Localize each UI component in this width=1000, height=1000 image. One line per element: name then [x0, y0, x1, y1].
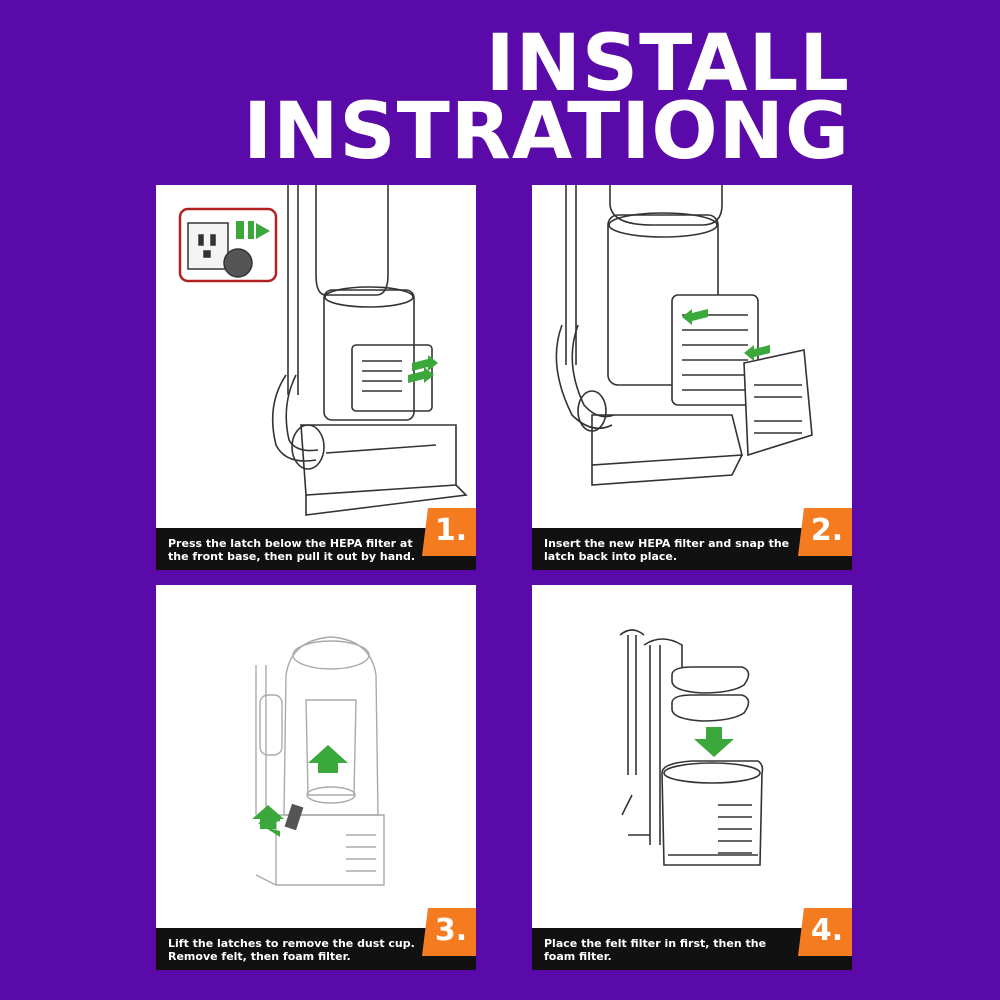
step-3-number: 3. [434, 913, 468, 948]
title-line-2: INSTRATIONG [243, 87, 850, 177]
step-3-illustration [252, 636, 385, 886]
pull-arrows [408, 355, 438, 383]
step-1-caption-bar: Press the latch below the HEPA filter at… [156, 528, 476, 570]
step-2-illustration [555, 185, 813, 486]
step-2-number: 2. [810, 513, 844, 548]
step-1-panel: Press the latch below the HEPA filter at… [156, 185, 476, 570]
unplug-inset [178, 207, 278, 283]
step-1-caption: Press the latch below the HEPA filter at… [168, 537, 416, 563]
step-2-caption: Insert the new HEPA filter and snap the … [544, 537, 790, 563]
step-3-badge: 3. [422, 908, 476, 956]
step-3-panel: Lift the latches to remove the dust cup.… [156, 585, 476, 970]
step-2-panel: Insert the new HEPA filter and snap the … [532, 185, 852, 570]
step-2-caption-bar: Insert the new HEPA filter and snap the … [532, 528, 852, 570]
step-1-illustration [178, 185, 468, 516]
step-4-number: 4. [810, 913, 844, 948]
step-4-caption: Place the felt filter in first, then the… [544, 937, 767, 963]
step-4-panel: Place the felt filter in first, then the… [532, 585, 852, 970]
step-1-number: 1. [434, 513, 468, 548]
step-4-caption-bar: Place the felt filter in first, then the… [532, 928, 852, 970]
title-line-1: INSTALL [485, 19, 850, 109]
step-4-illustration [619, 629, 764, 866]
step-2-badge: 2. [798, 508, 852, 556]
step-1-badge: 1. [422, 508, 476, 556]
step-3-caption: Lift the latches to remove the dust cup.… [168, 937, 415, 963]
place-arrow [694, 727, 734, 757]
step-4-badge: 4. [798, 908, 852, 956]
page-title: INSTALL INSTRATIONG [243, 19, 850, 177]
step-3-caption-bar: Lift the latches to remove the dust cup.… [156, 928, 476, 970]
insert-arrows [682, 309, 770, 361]
lift-arrows [252, 745, 348, 837]
